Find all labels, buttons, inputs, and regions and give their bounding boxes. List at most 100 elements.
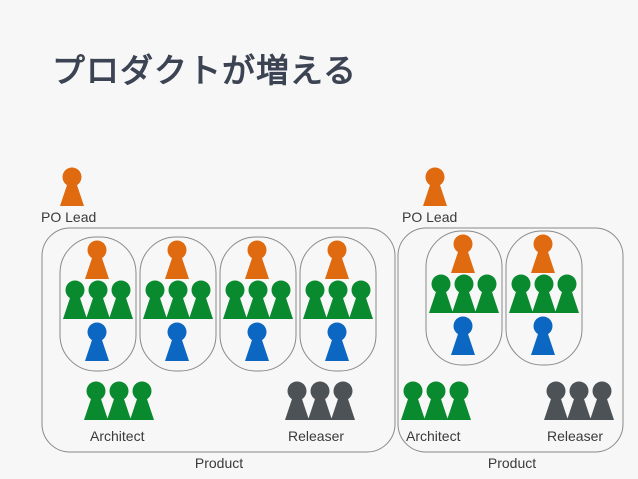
releaser-label: Releaser xyxy=(547,428,603,444)
person-head xyxy=(168,280,188,300)
releaser-label: Releaser xyxy=(288,428,344,444)
releaser-group xyxy=(285,381,355,420)
person-head xyxy=(426,381,446,401)
developer-icon xyxy=(166,280,190,319)
po-lead-person-icon xyxy=(60,167,84,206)
tester-icon xyxy=(451,316,475,355)
developer-icon xyxy=(509,274,533,313)
product-1-boundary xyxy=(41,227,396,453)
developer-icon xyxy=(303,280,327,319)
developer-icon xyxy=(189,280,213,319)
person-body xyxy=(166,298,190,319)
developer-icon xyxy=(63,280,87,319)
team-4 xyxy=(299,236,377,372)
person-head xyxy=(333,381,353,401)
person-head xyxy=(477,274,497,294)
person-head xyxy=(533,316,553,336)
developer-icon xyxy=(532,274,556,313)
person-head xyxy=(87,322,107,342)
team-boundary xyxy=(139,236,217,372)
person-body xyxy=(246,298,270,319)
person-body xyxy=(401,399,425,420)
developer-icon xyxy=(223,280,247,319)
person-head xyxy=(271,280,291,300)
person-body xyxy=(532,292,556,313)
person-body xyxy=(143,298,167,319)
person-body xyxy=(189,298,213,319)
person-body xyxy=(326,298,350,319)
product-2: PO Lead Archit xyxy=(397,167,624,471)
person-body xyxy=(308,399,332,420)
person-body xyxy=(475,292,499,313)
developer-icon xyxy=(86,280,110,319)
person-body xyxy=(165,340,189,361)
developer-icon xyxy=(452,274,476,313)
person-body xyxy=(303,298,327,319)
person-head xyxy=(247,322,267,342)
person-head xyxy=(453,316,473,336)
po-lead-person-icon xyxy=(423,167,447,206)
person-body xyxy=(349,298,373,319)
person-body xyxy=(165,258,189,279)
team-boundary xyxy=(299,236,377,372)
person-head xyxy=(569,381,589,401)
person-body xyxy=(555,292,579,313)
person-head xyxy=(87,240,107,260)
person-body xyxy=(429,292,453,313)
person-body xyxy=(544,399,568,420)
person-head xyxy=(351,280,371,300)
person-head xyxy=(327,240,347,260)
person-head xyxy=(132,381,152,401)
person-head xyxy=(533,234,553,254)
product-owner-icon xyxy=(165,240,189,279)
person-body xyxy=(424,399,448,420)
architect-label: Architect xyxy=(90,428,145,444)
product-owner-icon xyxy=(531,234,555,273)
po-lead-label: PO Lead xyxy=(402,209,457,225)
person-body xyxy=(531,252,555,273)
person-head xyxy=(425,167,445,187)
team-2 xyxy=(139,236,217,372)
person-body xyxy=(107,399,131,420)
person-head xyxy=(191,280,211,300)
architect-icon xyxy=(130,381,154,420)
person-body xyxy=(269,298,293,319)
architect-icon xyxy=(107,381,131,420)
person-head xyxy=(534,274,554,294)
product-1: PO Lead xyxy=(41,167,396,471)
architect-label: Architect xyxy=(406,428,461,444)
person-body xyxy=(325,258,349,279)
person-body xyxy=(63,298,87,319)
person-head xyxy=(248,280,268,300)
person-body xyxy=(567,399,591,420)
person-head xyxy=(431,274,451,294)
person-body xyxy=(451,334,475,355)
person-head xyxy=(167,322,187,342)
page-title: プロダクトが増える xyxy=(52,51,358,90)
person-body xyxy=(451,252,475,273)
person-head xyxy=(167,240,187,260)
team-3 xyxy=(219,236,297,372)
person-body xyxy=(325,340,349,361)
person-body xyxy=(84,399,108,420)
person-head xyxy=(592,381,612,401)
person-head xyxy=(511,274,531,294)
person-head xyxy=(403,381,423,401)
person-head xyxy=(225,280,245,300)
tester-icon xyxy=(325,322,349,361)
person-head xyxy=(111,280,131,300)
person-body xyxy=(223,298,247,319)
person-body xyxy=(85,258,109,279)
team-boundary xyxy=(425,230,503,366)
person-head xyxy=(305,280,325,300)
releaser-icon xyxy=(590,381,614,420)
developer-icon xyxy=(475,274,499,313)
developer-icon xyxy=(555,274,579,313)
architect-icon xyxy=(447,381,471,420)
person-head xyxy=(86,381,106,401)
product-2-boundary xyxy=(397,227,624,453)
tester-icon xyxy=(165,322,189,361)
product-owner-icon xyxy=(325,240,349,279)
person-body xyxy=(85,340,109,361)
